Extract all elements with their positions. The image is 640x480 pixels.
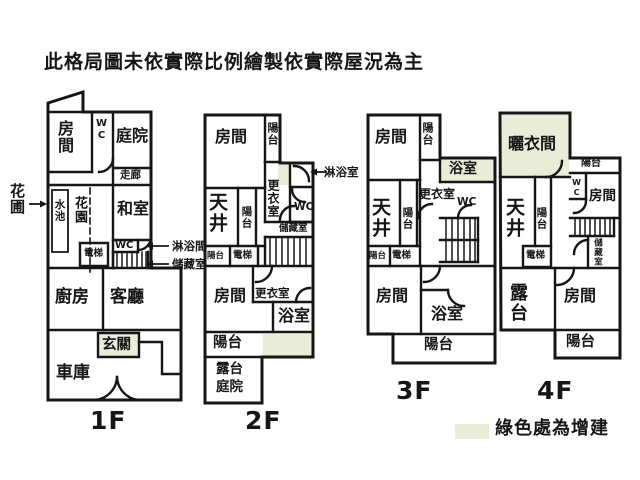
room-label-2f-skywell: 天井 <box>206 192 228 234</box>
room-label-3f-balcony-small: 陽台 <box>369 251 387 261</box>
room-label-3f-bedroom: 房間 <box>376 286 409 305</box>
room-label-2f-bedroom-top: 房間 <box>215 127 248 146</box>
floorplan-2f-walls <box>205 115 326 403</box>
room-label-2f-storage: 儲藏室 <box>279 223 308 234</box>
room-label-1f-courtyard: 庭院 <box>116 126 149 145</box>
room-label-3f-balcony-top: 陽台 <box>421 122 434 146</box>
room-label-2f-courtyard: 庭院 <box>216 379 243 395</box>
room-label-2f-elevator: 電梯 <box>233 250 253 261</box>
room-label-3f-bath: 浴室 <box>431 304 464 323</box>
floorplan-1f-arrowheads <box>40 200 153 268</box>
room-label-2f-wc: WC <box>294 201 314 213</box>
room-label-3f-elevator: 電梯 <box>392 250 412 261</box>
room-label-1f-bedroom: 房間 <box>55 120 74 154</box>
room-label-2f-balcony-top: 陽台 <box>266 122 279 146</box>
callout-storage-1f: 儲藏室 <box>172 257 207 271</box>
room-label-2f-bath: 浴室 <box>278 306 311 325</box>
room-label-2f-balcony-bottom: 陽台 <box>213 335 242 351</box>
room-label-4f-storage: 儲藏室 <box>592 238 603 267</box>
room-label-3f-balcony-bottom: 陽台 <box>424 337 453 353</box>
room-label-4f-wc: WC <box>572 178 581 198</box>
callout-shower-1f: 淋浴間 <box>172 239 207 253</box>
room-label-1f-kitchen: 廚房 <box>55 287 89 307</box>
room-label-1f-pond: 水池 <box>53 199 66 222</box>
floor-label-2f: 2F <box>245 406 282 435</box>
room-label-2f-balcony-mid: 陽台 <box>240 206 253 229</box>
room-label-3f-wc: WC <box>457 196 477 208</box>
room-label-3f-balcony-mid: 陽台 <box>401 207 414 230</box>
room-label-1f-wc-top: WC <box>96 118 107 142</box>
floor-label-4f: 4F <box>537 376 574 405</box>
room-label-1f-wc-mid: WC <box>115 240 134 251</box>
room-label-4f-skywell: 天井 <box>503 197 525 239</box>
room-label-3f-skywell: 天井 <box>369 197 391 239</box>
room-label-1f-garden: 花園 <box>72 196 87 224</box>
floorplan-1f-walls <box>30 92 181 400</box>
room-label-1f-elevator: 電梯 <box>84 248 104 259</box>
room-label-2f-bedroom: 房間 <box>214 286 247 305</box>
floorplan-3f-walls <box>368 115 495 363</box>
room-label-4f-elevator: 電梯 <box>526 250 546 261</box>
room-label-4f-bedroom: 房間 <box>564 286 597 305</box>
room-label-2f-balcony-small: 陽台 <box>207 251 225 261</box>
annotation-flowerbed-1f: 花圃 <box>8 183 26 215</box>
room-label-3f-bedroom-top: 房間 <box>375 127 408 146</box>
room-label-1f-garage: 車庫 <box>56 363 90 383</box>
room-label-4f-terrace: 露台 <box>507 283 528 323</box>
room-label-4f-bedroom-top: 房間 <box>589 188 616 204</box>
room-label-4f-drying: 曬衣間 <box>508 134 557 153</box>
floorplan-4f-walls <box>500 113 620 358</box>
floor-label-1f: 1F <box>90 406 127 435</box>
room-label-2f-dressing-top: 更衣室 <box>266 179 280 218</box>
room-label-1f-foyer: 玄關 <box>102 337 131 353</box>
room-label-4f-balcony-top: 陽台 <box>581 158 601 169</box>
room-label-1f-living: 客廳 <box>110 287 144 307</box>
legend-label: 綠色處為增建 <box>495 418 609 439</box>
room-label-4f-balcony-bottom: 陽台 <box>566 334 595 350</box>
room-label-3f-dressing: 更衣室 <box>419 187 456 201</box>
legend-highlight-swatch <box>455 424 489 439</box>
page-title: 此格局圖未依實際比例繪製依實際屋況為主 <box>44 51 425 73</box>
highlight-areas <box>98 114 569 357</box>
room-label-4f-balcony-mid: 陽台 <box>535 207 548 230</box>
room-label-2f-terrace: 露台 <box>216 361 243 377</box>
room-label-1f-corridor: 走廊 <box>120 169 141 181</box>
callout-shower-2f: 淋浴室 <box>324 165 359 179</box>
floor-label-3f: 3F <box>396 376 433 405</box>
floorplan-2f-arrowheads <box>310 168 317 176</box>
room-label-3f-bath-top: 浴室 <box>449 161 477 177</box>
room-label-1f-tatami: 和室 <box>117 199 150 218</box>
room-label-2f-dressing: 更衣室 <box>255 286 290 300</box>
